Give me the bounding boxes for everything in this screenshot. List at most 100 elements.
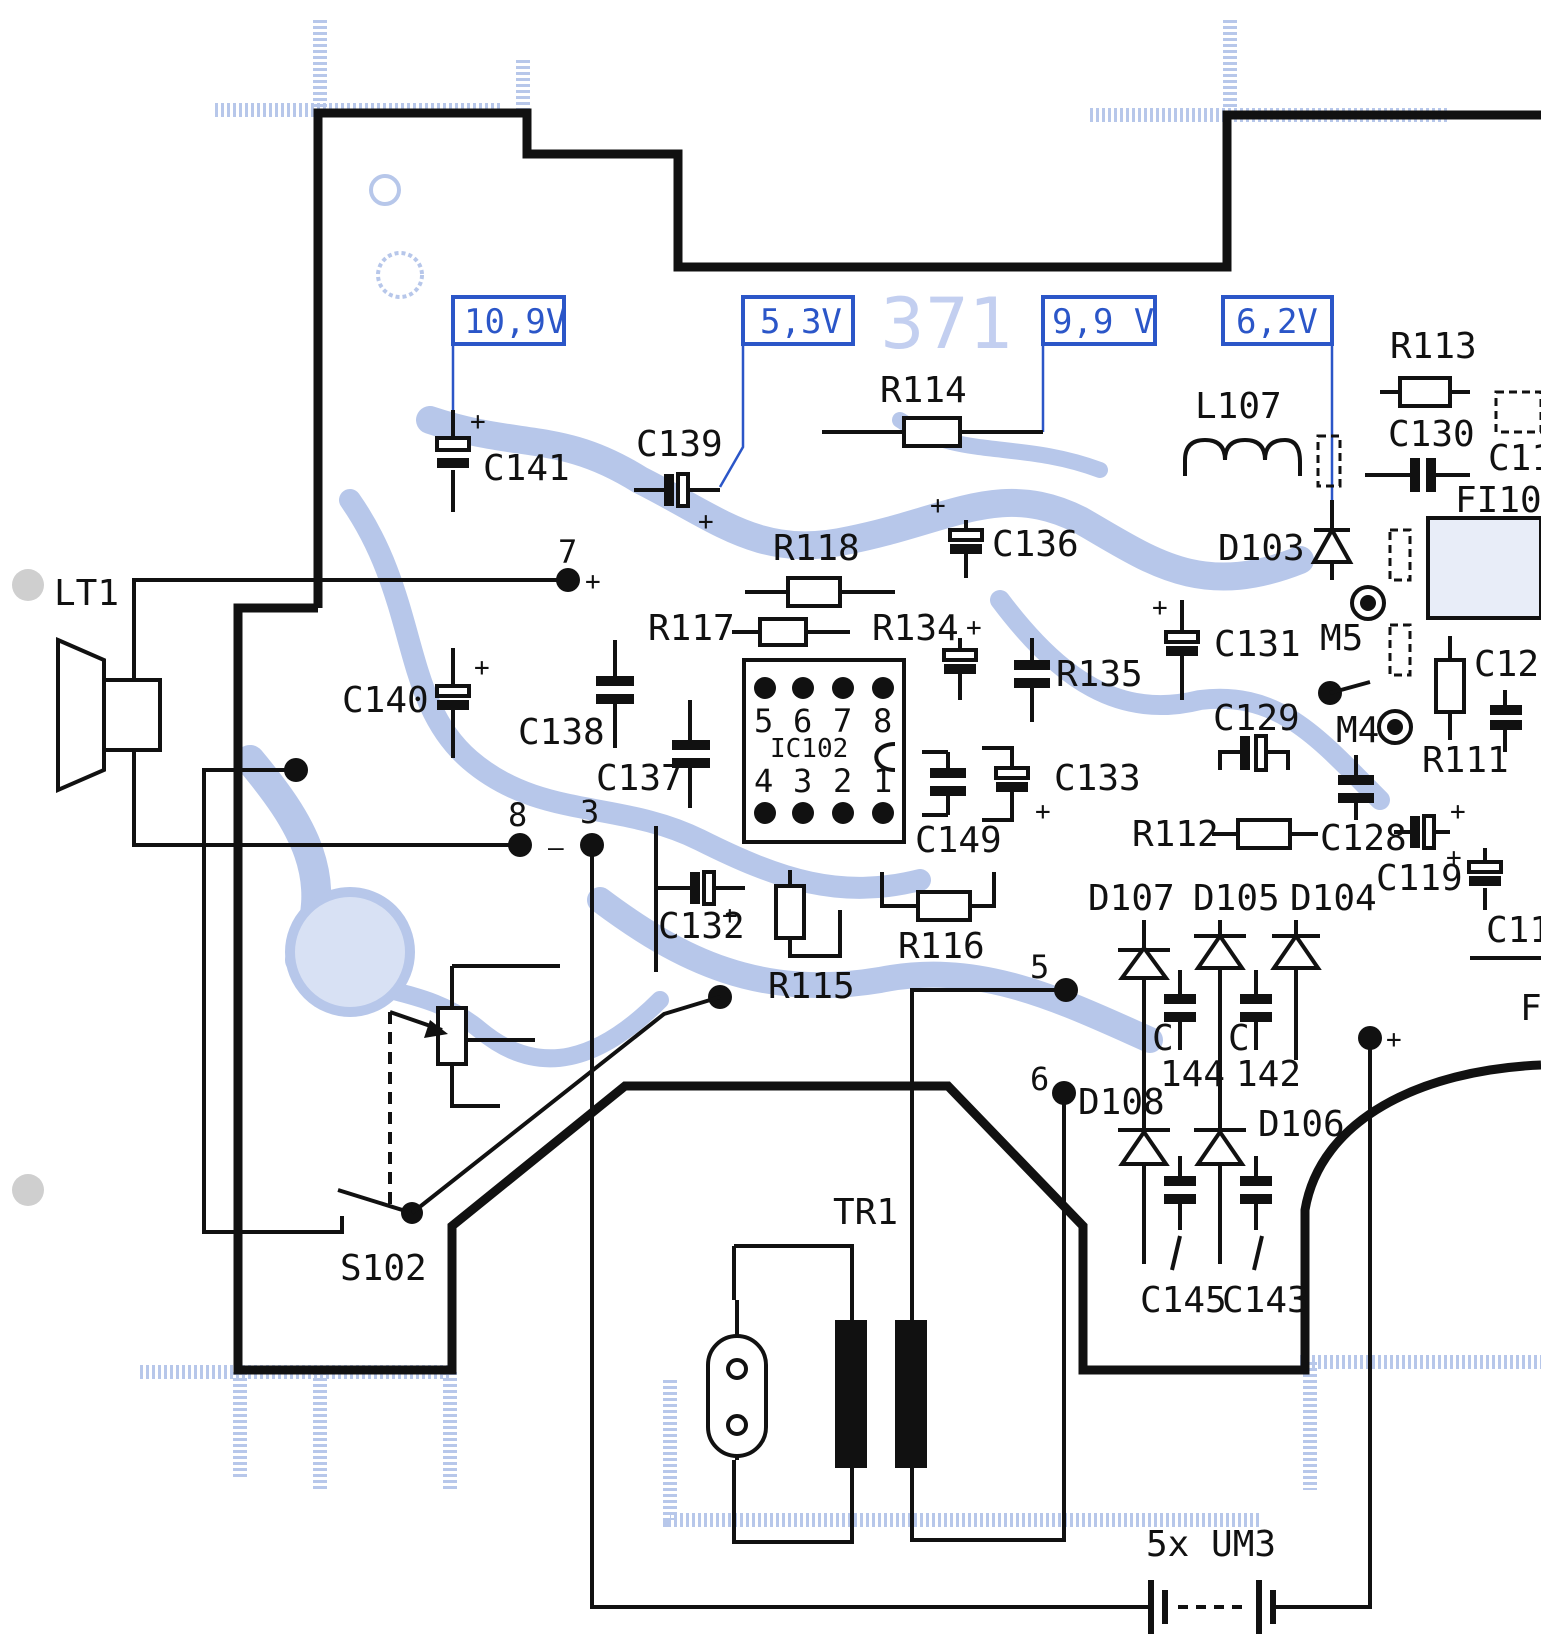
label-lt1: LT1 xyxy=(54,573,119,614)
label-d104: D104 xyxy=(1290,878,1377,919)
label-s102: S102 xyxy=(340,1248,427,1289)
binder-hole xyxy=(12,569,44,601)
label-c118: C11 xyxy=(1486,910,1541,951)
label-c139: C139 xyxy=(636,424,723,465)
svg-text:+: + xyxy=(1152,593,1168,623)
svg-text:7: 7 xyxy=(558,533,577,571)
svg-text:8: 8 xyxy=(508,796,527,834)
svg-text:+: + xyxy=(930,491,946,521)
svg-text:8: 8 xyxy=(873,702,892,740)
board-outline xyxy=(233,108,1541,1375)
svg-text:6: 6 xyxy=(793,702,812,740)
capacitor-c133: + C133 xyxy=(982,746,1141,827)
svg-text:+: + xyxy=(474,653,490,683)
label-m4: M4 xyxy=(1336,710,1379,751)
svg-text:6,2V: 6,2V xyxy=(1236,302,1318,342)
label-l107: L107 xyxy=(1195,386,1282,427)
label-c144-num: 144 xyxy=(1160,1054,1225,1095)
svg-text:10,9V: 10,9V xyxy=(464,302,566,342)
capacitor-c131: + C131 xyxy=(1152,593,1301,700)
label-c142: C xyxy=(1228,1018,1250,1059)
svg-text:2: 2 xyxy=(833,762,852,800)
svg-text:+: + xyxy=(1446,843,1462,873)
label-r113: R113 xyxy=(1390,326,1477,367)
svg-text:+: + xyxy=(966,613,982,643)
switch-s102: S102 xyxy=(202,768,721,1289)
svg-text:5: 5 xyxy=(1030,948,1049,986)
label-d103: D103 xyxy=(1218,528,1305,569)
svg-text:5,3V: 5,3V xyxy=(760,302,842,342)
label-c119: C119 xyxy=(1376,858,1463,899)
ic102: 5 6 7 8 4 3 2 1 IC102 xyxy=(742,658,906,844)
voltage-box-5-3v: 5,3V xyxy=(741,295,855,346)
capacitor-c119: + + C119 C11 F xyxy=(1376,797,1541,1029)
binder-hole xyxy=(12,1174,44,1206)
resistor-r117: R117 xyxy=(648,608,850,649)
resistor-r115: R115 xyxy=(768,870,855,1007)
resistor-r112: R112 xyxy=(1132,814,1318,855)
capacitor-c137: C137 xyxy=(596,700,710,808)
label-f: F xyxy=(1520,988,1541,1029)
label-m5: M5 xyxy=(1320,618,1363,659)
svg-text:+: + xyxy=(585,567,601,597)
svg-text:+: + xyxy=(1386,1025,1402,1055)
label-c149: C149 xyxy=(915,820,1002,861)
svg-text:+: + xyxy=(1035,797,1051,827)
label-r111: R111 xyxy=(1422,740,1509,781)
label-c145: C145 xyxy=(1140,1280,1227,1321)
resistor-r113: R113 xyxy=(1380,326,1477,408)
label-r114: R114 xyxy=(880,370,967,411)
label-c128: C128 xyxy=(1320,818,1407,859)
transformer-tr1: TR1 xyxy=(706,1192,927,1544)
svg-text:3: 3 xyxy=(580,793,599,831)
capacitor-c128: C128 xyxy=(1320,755,1407,859)
label-c137: C137 xyxy=(596,758,683,799)
label-battery: 5x UM3 xyxy=(1146,1524,1276,1565)
label-c130: C130 xyxy=(1388,414,1475,455)
resistor-r118: R118 xyxy=(745,528,895,608)
label-d106: D106 xyxy=(1258,1104,1345,1145)
voltage-box-6-2v: 6,2V xyxy=(1221,295,1334,346)
label-d107: D107 xyxy=(1088,878,1175,919)
svg-text:6: 6 xyxy=(1030,1060,1049,1098)
capacitor-c132: + C132 xyxy=(654,826,745,972)
label-fi104: FI104 xyxy=(1455,480,1541,521)
capacitor-c129: C129 xyxy=(1213,698,1300,772)
label-r117: R117 xyxy=(648,608,735,649)
label-r115: R115 xyxy=(768,966,855,1007)
test-point-m4: M4 xyxy=(1336,709,1413,751)
filter-fi104: FI104 xyxy=(1388,480,1541,677)
capacitor-r134: + R134 xyxy=(872,608,982,700)
diode-bridge: D107 D105 D104 C 144 C 142 D108 D106 C14… xyxy=(910,878,1377,1542)
volume-potentiometer xyxy=(388,964,560,1208)
svg-text:+: + xyxy=(722,901,738,931)
svg-text:+: + xyxy=(470,407,486,437)
capacitor-r135: R135 xyxy=(1014,638,1143,722)
label-c143: C143 xyxy=(1222,1280,1309,1321)
capacitor-c149: C149 xyxy=(915,750,1002,861)
resistor-r116: R116 xyxy=(880,872,996,967)
voltage-box-10-9v: 10,9V xyxy=(451,295,566,346)
label-c129: C129 xyxy=(1213,698,1300,739)
resistor-r114: R114 xyxy=(822,370,1043,448)
label-r112: R112 xyxy=(1132,814,1219,855)
inductor-l107: L107 xyxy=(1183,386,1302,476)
svg-text:+: + xyxy=(698,507,714,537)
battery-5x-um3: 5x UM3 xyxy=(590,845,1372,1634)
svg-text:+: + xyxy=(1450,797,1466,827)
label-c117: C117 xyxy=(1488,438,1541,479)
connection-points: 7 + 8 – 3 5 6 + xyxy=(284,533,1402,1105)
svg-text:–: – xyxy=(548,833,564,863)
label-d108: D108 xyxy=(1078,1082,1165,1123)
label-c140: C140 xyxy=(342,680,429,721)
capacitor-c127: C127 xyxy=(1474,644,1541,752)
svg-text:5: 5 xyxy=(754,702,773,740)
label-ic102: IC102 xyxy=(770,734,848,764)
resistor-r111: R111 xyxy=(1422,636,1509,781)
capacitor-c141: + C141 xyxy=(435,407,570,512)
label-c141: C141 xyxy=(483,448,570,489)
pcb-watermark: 371 xyxy=(880,283,1014,365)
test-point-m5: M5 xyxy=(1318,585,1386,705)
label-c142-num: 142 xyxy=(1236,1054,1301,1095)
label-c136: C136 xyxy=(992,524,1079,565)
